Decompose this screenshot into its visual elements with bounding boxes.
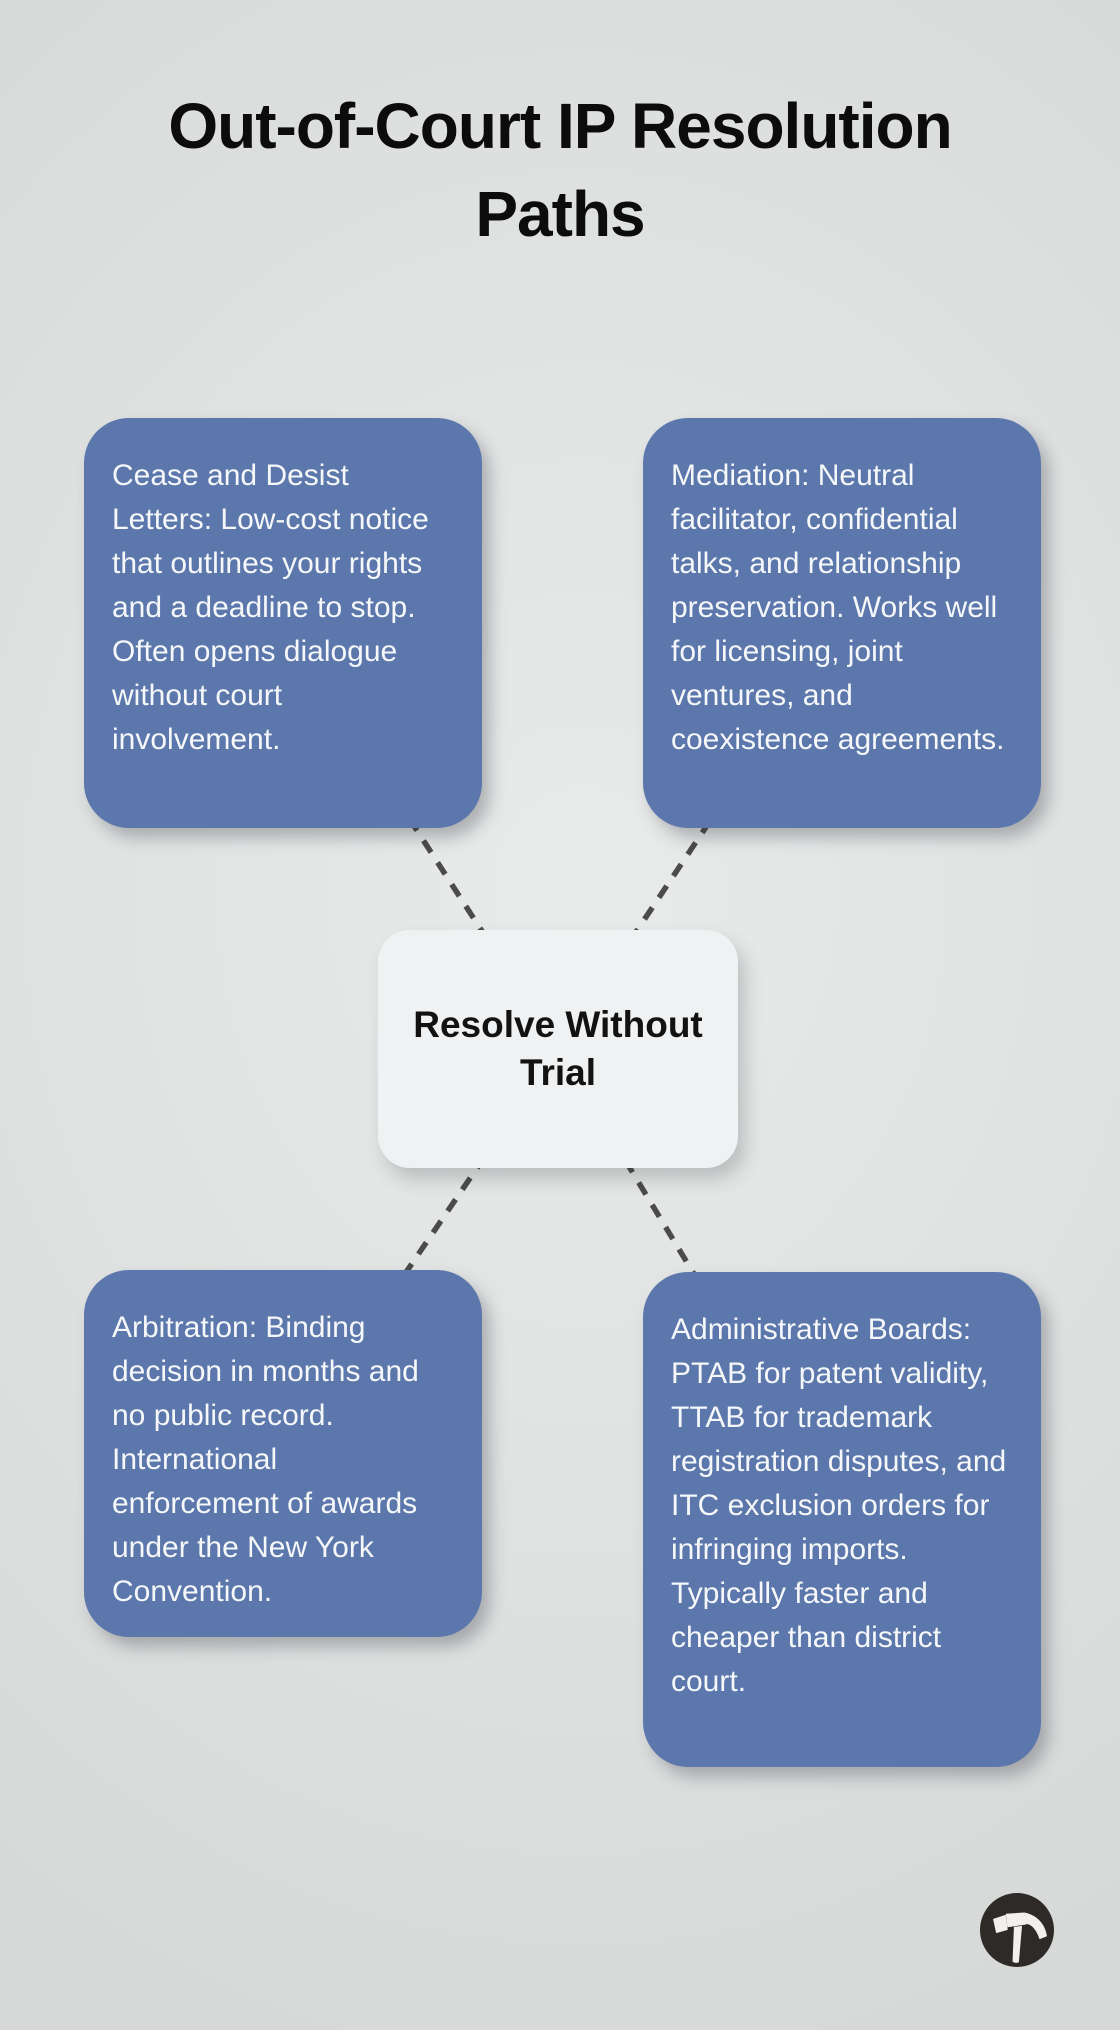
- node-card-cease-and-desist: Cease and Desist Letters: Low-cost notic…: [84, 418, 482, 828]
- page-title-line-1: Out-of-Court IP Resolution: [168, 90, 952, 162]
- node-card-arbitration: Arbitration: Binding decision in months …: [84, 1270, 482, 1637]
- node-card-mediation-text: Mediation: Neutral facilitator, confiden…: [671, 459, 1005, 756]
- node-card-administrative-boards: Administrative Boards: PTAB for patent v…: [643, 1272, 1041, 1767]
- page-title-line-2: Paths: [475, 178, 645, 250]
- node-card-mediation: Mediation: Neutral facilitator, confiden…: [643, 418, 1041, 828]
- center-node-label: Resolve Without Trial: [413, 1004, 703, 1093]
- node-card-arbitration-text: Arbitration: Binding decision in months …: [112, 1311, 419, 1608]
- node-card-administrative-boards-text: Administrative Boards: PTAB for patent v…: [671, 1313, 1007, 1698]
- page-title: Out-of-Court IP Resolution Paths: [0, 82, 1120, 258]
- center-node: Resolve Without Trial: [378, 930, 738, 1168]
- hammer-icon: [980, 1893, 1054, 1967]
- node-card-cease-and-desist-text: Cease and Desist Letters: Low-cost notic…: [112, 459, 429, 756]
